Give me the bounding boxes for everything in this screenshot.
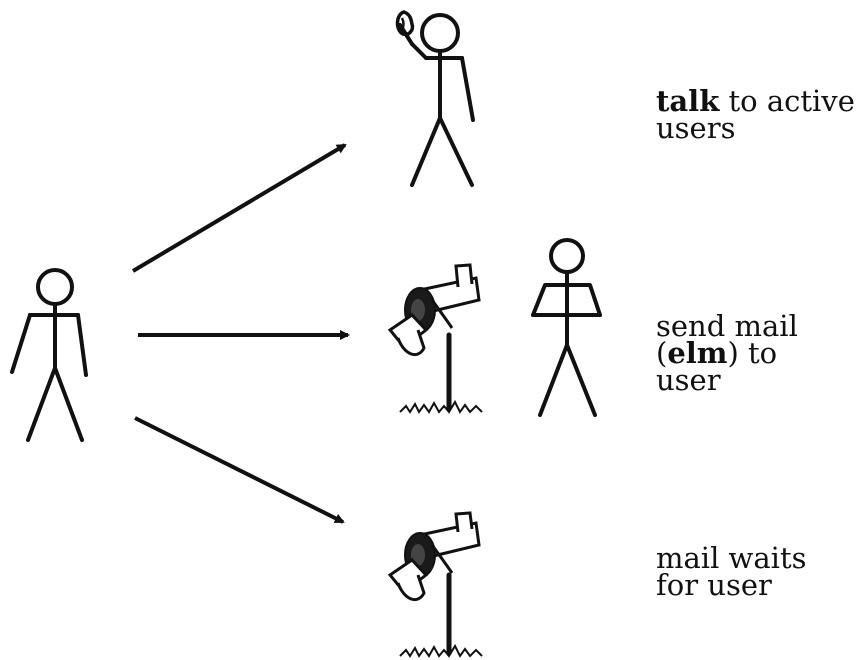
reading-user-stick-figure-icon — [531, 238, 602, 417]
caption-talk-line2: users — [656, 111, 736, 145]
phone-user-stick-figure-icon — [398, 13, 475, 187]
caption-wait-line1: mail waits — [656, 541, 807, 575]
caption-wait-line2: for user — [656, 568, 772, 602]
caption-send-mail: send mail (elm) to user — [656, 312, 798, 397]
caption-talk-bold: talk — [656, 84, 720, 118]
caption-send-close: ) to — [727, 336, 778, 370]
sender-stick-figure-icon — [10, 268, 88, 442]
caption-mail-waits: mail waits for user — [656, 544, 806, 602]
caption-send-bold: elm — [667, 336, 728, 370]
mailbox-icon — [387, 263, 483, 414]
caption-talk: talk to active users — [656, 87, 855, 145]
caption-send-line3: user — [656, 363, 721, 397]
caption-send-line1: send mail — [656, 309, 798, 343]
caption-send-open-paren: ( — [656, 336, 668, 370]
arrow-to-talk — [131, 143, 347, 273]
caption-talk-rest: to active — [719, 84, 855, 118]
mailbox-waiting-icon — [387, 511, 483, 658]
arrow-to-mail-waiting — [134, 416, 345, 524]
telephone-handset-icon — [395, 10, 415, 37]
